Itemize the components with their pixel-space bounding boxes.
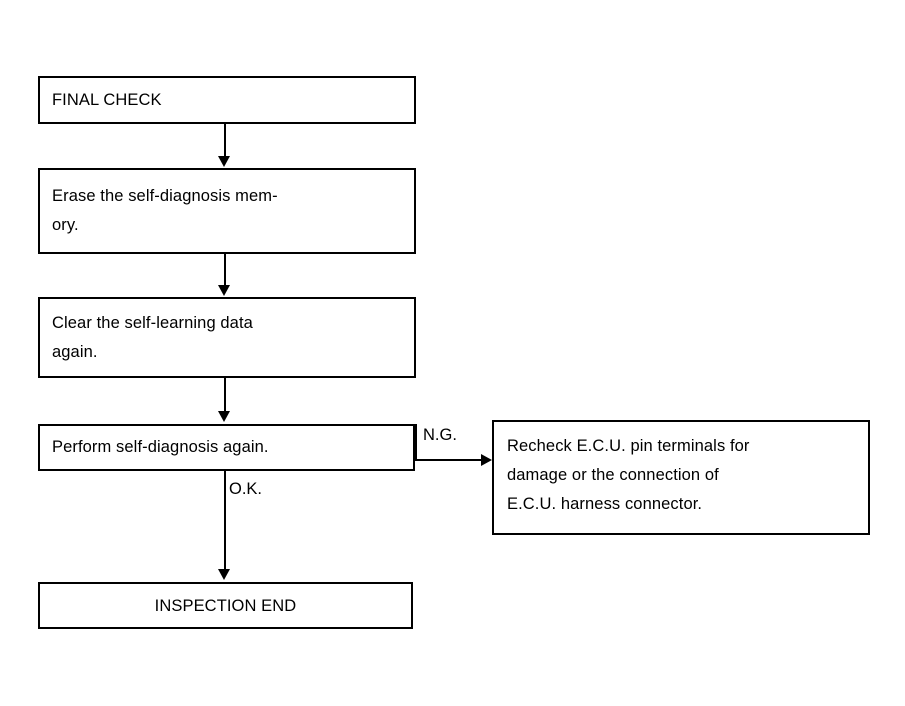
flowchart-node-perform-diagnosis-label: Perform self-diagnosis again. <box>52 438 269 456</box>
flowchart-node-inspection-end-label: INSPECTION END <box>154 597 297 615</box>
flowchart-node-final-check: FINAL CHECK <box>38 76 416 124</box>
branch-label-ng: N.G. <box>423 426 457 444</box>
arrowhead-down-icon <box>218 569 230 580</box>
connector-line-ng-vertical <box>415 424 417 460</box>
arrowhead-down-icon <box>218 285 230 296</box>
flowchart-node-clear-learning: Clear the self-learning data again. <box>38 297 416 378</box>
flowchart-node-final-check-label: FINAL CHECK <box>52 91 162 109</box>
flowchart-node-perform-diagnosis: Perform self-diagnosis again. <box>38 424 415 471</box>
connector-line-erase-to-clear <box>224 254 226 286</box>
arrowhead-down-icon <box>218 411 230 422</box>
flowchart-node-inspection-end: INSPECTION END <box>38 582 413 629</box>
flowchart-node-recheck-ecu: Recheck E.C.U. pin terminals for damage … <box>492 420 870 535</box>
flowchart-node-clear-learning-label: Clear the self-learning data again. <box>52 314 253 361</box>
arrowhead-down-icon <box>218 156 230 167</box>
connector-line-ok-vertical <box>224 471 226 570</box>
arrowhead-right-icon <box>481 454 492 466</box>
connector-line-final-check-to-erase <box>224 124 226 157</box>
flowchart-node-erase-memory-label: Erase the self-diagnosis mem- ory. <box>52 187 278 234</box>
connector-line-ng-horizontal <box>415 459 482 461</box>
flowchart-node-recheck-ecu-label: Recheck E.C.U. pin terminals for damage … <box>507 437 750 513</box>
flowchart-node-erase-memory: Erase the self-diagnosis mem- ory. <box>38 168 416 254</box>
branch-label-ok: O.K. <box>229 480 263 498</box>
connector-line-clear-to-perform <box>224 378 226 412</box>
